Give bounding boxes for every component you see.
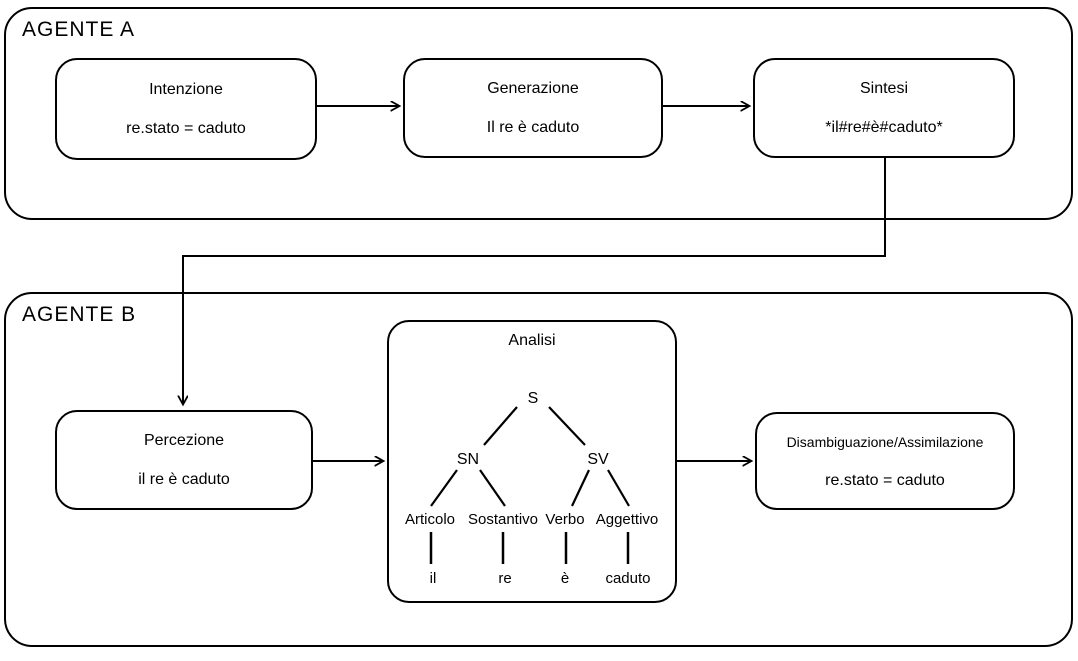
node-sintesi: Sintesi *il#re#è#caduto*: [753, 58, 1015, 158]
node-sintesi-title: Sintesi: [859, 79, 909, 97]
node-percezione: Percezione il re è caduto: [55, 410, 313, 510]
node-sintesi-content: *il#re#è#caduto*: [825, 118, 943, 136]
node-generazione-title: Generazione: [487, 79, 579, 97]
node-percezione-content: il re è caduto: [138, 470, 230, 488]
node-generazione: Generazione Il re è caduto: [403, 58, 663, 158]
node-generazione-content: Il re è caduto: [486, 118, 580, 136]
node-disambiguazione-content: re.stato = caduto: [825, 471, 945, 489]
agent-a-label: AGENTE A: [22, 18, 136, 41]
agent-b-label: AGENTE B: [22, 303, 137, 326]
node-intenzione: Intenzione re.stato = caduto: [55, 58, 317, 160]
node-analisi-title: Analisi: [508, 332, 556, 349]
node-intenzione-title: Intenzione: [149, 80, 223, 98]
node-analisi: Analisi: [387, 320, 677, 603]
node-intenzione-content: re.stato = caduto: [126, 119, 246, 137]
node-disambiguazione-title: Disambiguazione/Assimilazione: [786, 433, 984, 450]
node-percezione-title: Percezione: [143, 431, 225, 449]
node-disambiguazione: Disambiguazione/Assimilazione re.stato =…: [755, 412, 1015, 510]
